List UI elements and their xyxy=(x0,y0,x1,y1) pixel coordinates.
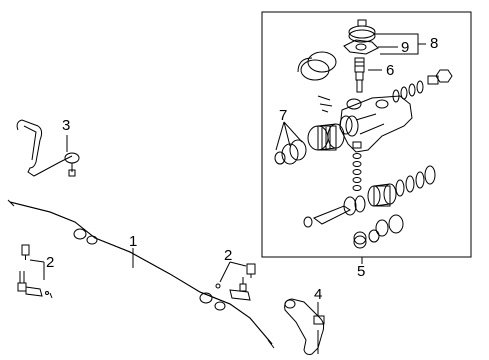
snap-rings-part xyxy=(297,51,337,81)
callout-7: 7 xyxy=(279,107,288,124)
steering-gear-box xyxy=(261,11,472,258)
callout-2-left: 2 xyxy=(46,254,55,271)
sector-shaft-part xyxy=(352,141,362,191)
worm-shaft-part xyxy=(303,165,436,249)
callout-8: 8 xyxy=(430,35,439,52)
tie-rod-end-right-part xyxy=(215,263,256,301)
leader-7 xyxy=(275,121,303,151)
piston-part xyxy=(274,115,359,165)
gasket-part xyxy=(343,39,379,55)
tie-rod-end-left-part xyxy=(17,244,53,299)
top-cap-part xyxy=(348,19,376,43)
leader-2-right xyxy=(219,261,247,283)
callout-6: 6 xyxy=(386,62,395,79)
gear-housing-part xyxy=(339,95,413,153)
valve-shaft-part xyxy=(354,57,365,93)
leader-2-left xyxy=(29,259,45,280)
callout-3: 3 xyxy=(62,117,71,134)
callout-2-right: 2 xyxy=(224,247,233,264)
callout-1: 1 xyxy=(129,233,138,250)
callout-9: 9 xyxy=(401,39,410,56)
center-link-part xyxy=(7,199,275,349)
leader-8 xyxy=(375,33,426,55)
callout-4: 4 xyxy=(314,286,323,303)
idler-arm-part xyxy=(16,119,80,177)
right-seals-part xyxy=(392,69,453,103)
callout-5: 5 xyxy=(357,263,366,280)
small-clips-part xyxy=(317,95,333,113)
pitman-arm-part xyxy=(284,298,325,355)
